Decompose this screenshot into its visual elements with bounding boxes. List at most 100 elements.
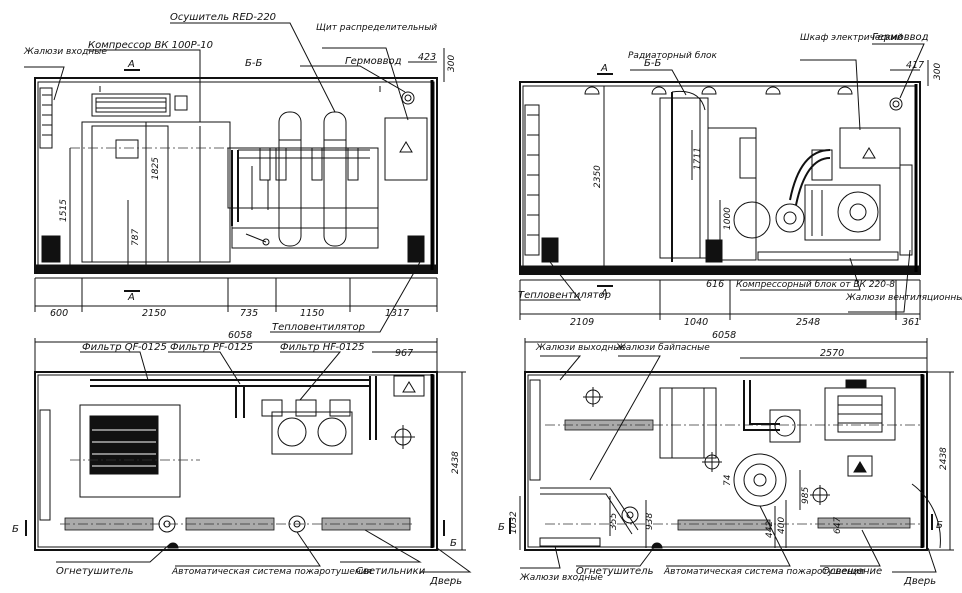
dim-1825: 1825 <box>151 157 161 180</box>
dim-600: 600 <box>50 308 68 319</box>
dim-985: 985 <box>801 487 811 504</box>
mark-a-top: А <box>127 59 135 70</box>
label-louvers-out: Жалюзи выходные <box>535 343 626 353</box>
dim-300-right: 300 <box>933 63 943 80</box>
label-filter-hf: Фильтр HF-0125 <box>280 342 365 353</box>
label-filter-qf: Фильтр QF-0125 <box>82 342 167 353</box>
dim-787: 787 <box>131 229 141 246</box>
dim-2548: 2548 <box>796 317 820 328</box>
warning-icon <box>853 461 867 473</box>
heater-block <box>541 237 559 263</box>
warning-icon <box>402 381 416 393</box>
dim-1317: 1317 <box>385 308 409 319</box>
compressor-plan <box>733 453 787 507</box>
label-heater-right: Тепловентилятор <box>518 290 611 301</box>
radiator-block <box>659 97 709 259</box>
compressor-radiator <box>89 415 159 475</box>
label-cable-entry-right: Гермоввод <box>872 32 929 43</box>
label-heater: Тепловентилятор <box>272 322 365 333</box>
dim-442: 442 <box>765 521 775 538</box>
dim-1032: 1032 <box>509 511 519 534</box>
dim-2109: 2109 <box>570 317 594 328</box>
dim-2150: 2150 <box>142 308 166 319</box>
dim-6058-right: 6058 <box>712 330 736 341</box>
electrical-cabinet <box>839 127 901 169</box>
label-compressor: Компрессор ВК 100Р-10 <box>88 40 213 51</box>
label-extinguisher: Огнетушитель <box>56 566 134 577</box>
heater-block <box>41 235 61 263</box>
cable-entry-icon <box>401 91 415 105</box>
dim-355: 355 <box>609 513 619 530</box>
dim-74: 74 <box>723 474 733 486</box>
receiver-tank-1 <box>278 111 302 247</box>
lamp-icons <box>584 86 853 95</box>
mark-b-right-right: Б <box>936 520 943 531</box>
section-mark: Б-Б <box>245 58 262 69</box>
dim-2438-left: 2438 <box>451 451 461 474</box>
distribution-panel <box>384 117 428 181</box>
extinguisher-icon <box>167 542 179 549</box>
mark-b-right: Б <box>450 538 457 549</box>
view-top-right <box>519 43 929 320</box>
label-louvers-vent: Жалюзи вентиляционные <box>845 293 962 303</box>
label-cabinet: Шкаф электрический <box>800 33 903 43</box>
floor <box>34 264 438 274</box>
heater-block-right <box>407 235 425 263</box>
section-mark-right: Б-Б <box>644 58 661 69</box>
radiator-plan <box>659 387 717 459</box>
dim-300: 300 <box>447 55 457 72</box>
view-bottom-right <box>509 338 954 573</box>
dim-2570: 2570 <box>820 348 844 359</box>
panel-plan <box>393 375 425 397</box>
label-louvers-bypass: Жалюзи байпасные <box>615 343 710 353</box>
compressor-top-unit <box>91 93 171 117</box>
container-plan-left <box>34 371 438 551</box>
dim-616: 616 <box>706 279 724 290</box>
dim-361: 361 <box>902 317 920 328</box>
label-dryer: Осушитель RED-220 <box>170 12 276 23</box>
dim-1711: 1711 <box>693 147 703 170</box>
louvers-in-plan <box>539 537 601 547</box>
cable-entry-icon <box>889 97 903 111</box>
dim-423: 423 <box>418 52 436 63</box>
dim-647: 647 <box>833 517 843 534</box>
sprinkler <box>621 506 639 524</box>
label-fire-system-right: Автоматическая система пожаротушения <box>663 567 865 577</box>
label-fire-system: Автоматическая система пожаротушения <box>171 567 373 577</box>
dim-938: 938 <box>645 513 655 530</box>
label-lighting: Освещение <box>822 566 882 577</box>
dim-417: 417 <box>906 60 924 71</box>
filter-block <box>271 411 353 455</box>
compressor-heater <box>705 239 723 263</box>
mark-b-left: Б <box>12 524 19 535</box>
compressor-body <box>81 121 231 263</box>
lamp-2 <box>677 519 771 531</box>
label-lamps: Светильники <box>356 566 426 577</box>
compressor-plan <box>79 404 181 498</box>
mark-a-bottom-right: А <box>600 288 608 299</box>
dim-967: 967 <box>395 348 413 359</box>
dim-735: 735 <box>240 308 258 319</box>
louvers-icon <box>39 409 51 521</box>
dim-400: 400 <box>777 517 787 534</box>
label-panel: Щит распределительный <box>316 23 437 33</box>
label-door-right: Дверь <box>903 576 936 587</box>
dim-2350: 2350 <box>593 165 603 188</box>
lamp-3 <box>817 517 911 529</box>
view-top-left <box>24 22 445 333</box>
dryer-unit <box>227 147 379 209</box>
label-extinguisher-right: Огнетушитель <box>576 566 654 577</box>
mark-b-left-right: Б <box>498 522 505 533</box>
dim-1150: 1150 <box>300 308 324 319</box>
dim-1040: 1040 <box>684 317 708 328</box>
view-bottom-left <box>25 338 472 573</box>
dim-1515: 1515 <box>59 199 69 222</box>
container-plan-right <box>524 371 928 551</box>
mark-a-top-right: А <box>600 63 608 74</box>
louvers-icon <box>529 379 541 481</box>
warning-icon <box>862 147 876 159</box>
dim-2438-right: 2438 <box>939 447 949 470</box>
louvers-icon <box>524 104 540 256</box>
label-cable-entry: Гермоввод <box>345 56 402 67</box>
